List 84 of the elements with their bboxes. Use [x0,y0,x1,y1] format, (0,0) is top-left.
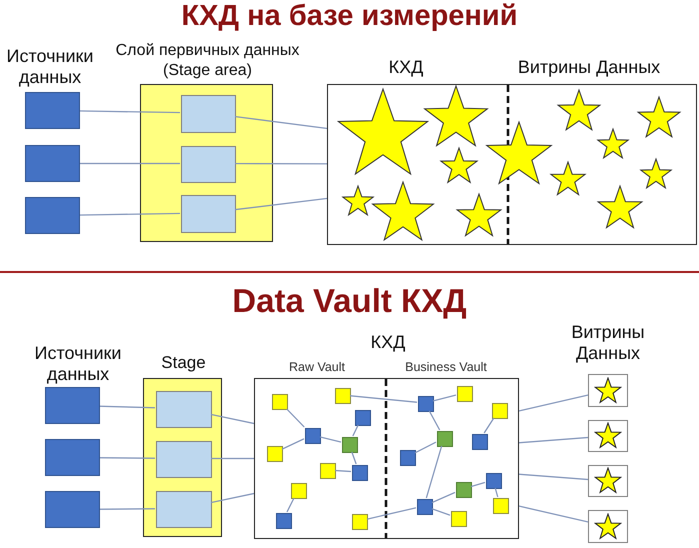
entity-square [418,396,434,412]
connector-line [286,408,305,428]
entity-square [352,465,368,481]
entity-square [456,482,472,498]
section-heading: Business Vault [404,360,488,374]
connector-line [518,474,588,480]
entity-square [342,437,358,453]
connector-line [210,492,254,504]
entity-square [320,463,336,479]
connector-line [234,198,328,210]
entity-square [335,388,351,404]
entity-square [267,446,283,462]
entity-square [352,514,368,530]
area-heading: Слой первичных данных (Stage area) [114,41,300,81]
entity-square [400,450,416,466]
connector-line [432,492,456,504]
area-heading: КХД [388,57,424,78]
source-box [25,92,80,129]
connector-line [432,394,456,402]
connector-line [518,436,588,444]
staging-table-box [156,391,212,428]
entity-square [451,511,467,527]
entity-square [417,499,433,515]
staging-table-box [156,491,212,528]
source-box [45,439,100,476]
entity-square [472,434,488,450]
source-box [45,491,100,528]
connector-line [100,457,155,459]
area-heading: КХД [370,332,406,353]
entity-square [437,431,453,447]
connector-line [432,508,450,516]
connector-line [426,446,442,498]
data-mart-box [588,420,628,452]
source-box [25,145,80,182]
source-box [45,387,100,424]
connector-line [366,507,416,520]
source-heading: Источники данных [6,46,94,88]
connector-line [211,458,254,460]
source-heading: Источники данных [34,343,122,385]
source-box [25,197,80,234]
connector-line [100,508,155,510]
connector-line [80,212,180,216]
data-mart-box [588,465,628,497]
connector-line [286,498,295,512]
connector-line [428,410,440,430]
entity-square [276,513,292,529]
entity-square [457,386,473,402]
staging-table-box [181,95,236,133]
entity-square [291,483,307,499]
connector-line [80,162,180,164]
connector-line [350,395,418,403]
connector-line [470,482,486,488]
data-mart-box [588,510,628,543]
connector-line [484,418,494,434]
connector-line [414,442,436,454]
connector-line [320,436,342,443]
connector-line [234,116,328,130]
connector-line [210,414,254,424]
section-heading: Raw Vault [288,360,346,374]
entity-square [486,473,502,489]
area-heading: Stage [160,353,207,373]
entity-square [493,498,509,514]
connector-line [351,452,357,464]
diagram-title: КХД на базе измерений [180,0,519,33]
staging-table-box [181,195,236,233]
data-mart-box [588,374,628,407]
connector-line [282,438,304,450]
connector-line [334,470,352,472]
data-marts-heading: Витрины Данных [570,322,646,364]
connector-line [80,110,180,114]
connector-line [100,406,156,408]
connector-line [518,394,588,412]
staging-table-box [181,146,236,183]
connector-line [235,162,327,164]
area-heading: Витрины Данных [516,57,662,78]
connector-line [518,506,588,522]
entity-square [492,403,508,419]
staging-table-box [156,441,212,478]
entity-square [272,394,288,410]
connector-line [352,424,359,436]
entity-square [355,410,371,426]
section-title: Data Vault КХД [231,282,468,320]
entity-square [305,428,321,444]
connector-line [494,488,498,498]
